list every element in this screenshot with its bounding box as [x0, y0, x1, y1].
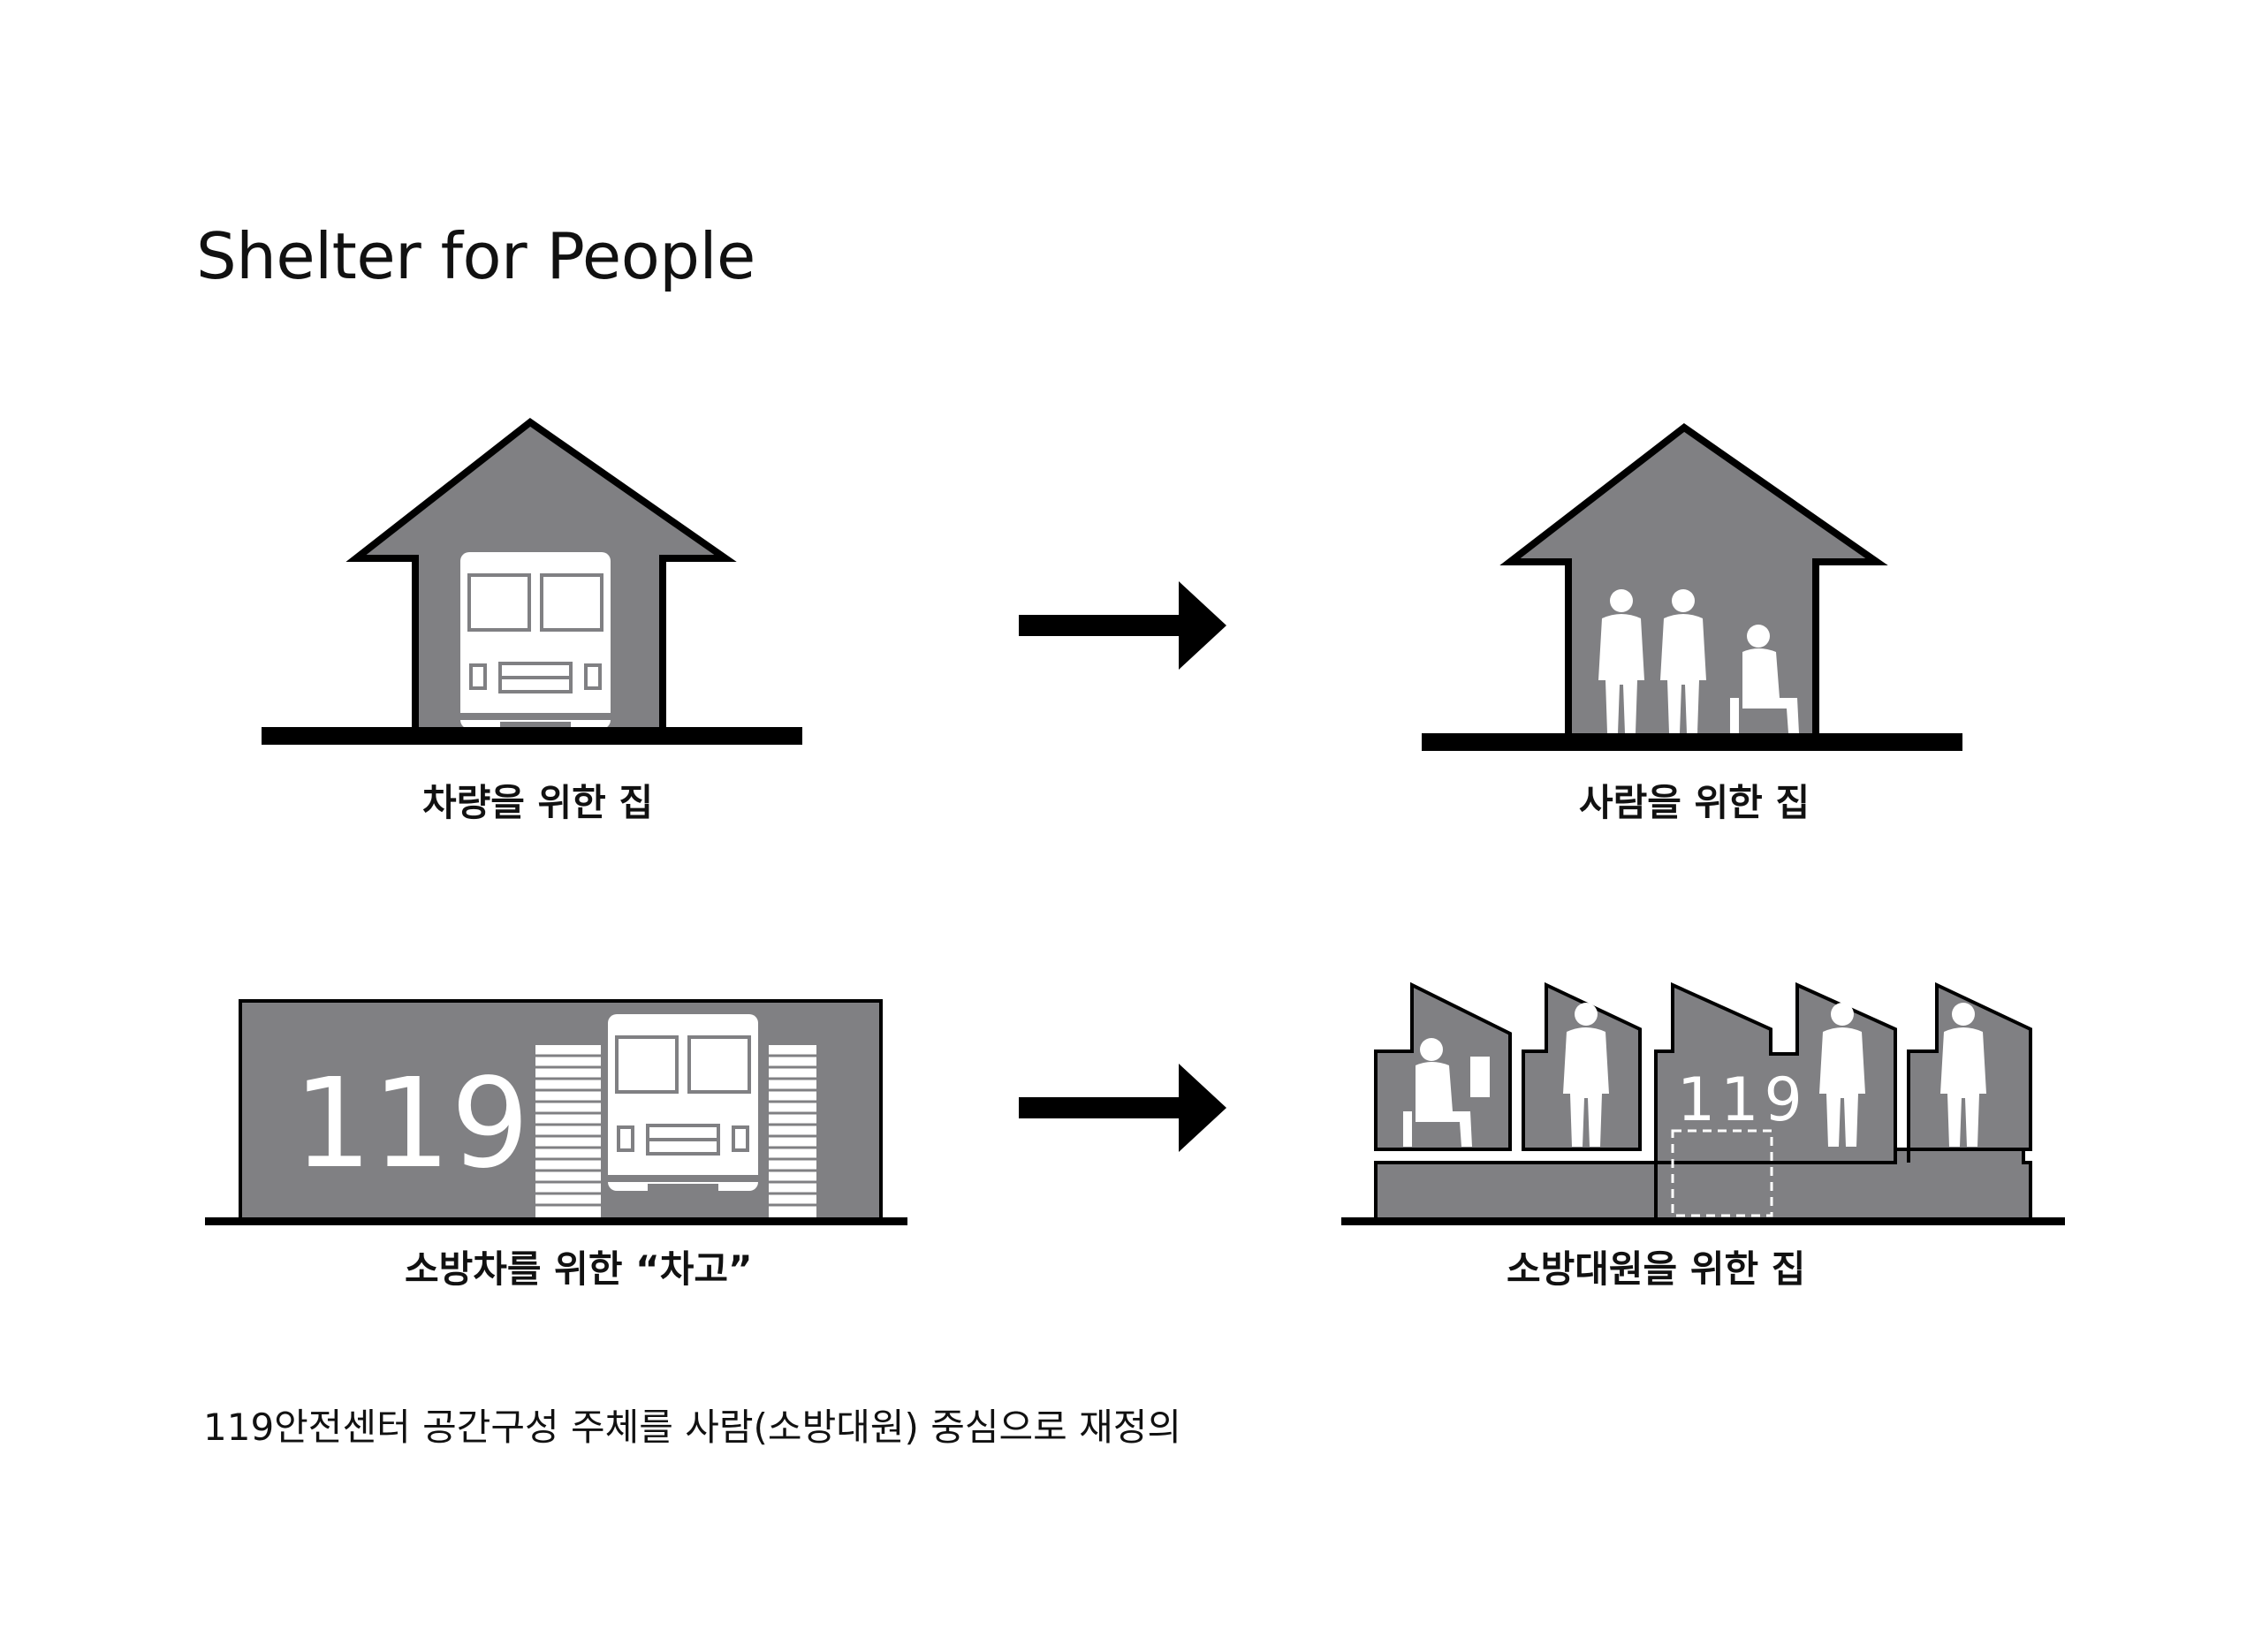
ground-line — [205, 1217, 907, 1225]
caption-people-house: 사람을 위한 집 — [1579, 781, 1810, 824]
footnote: 119안전센터 공간구성 주체를 사람(소방대원) 중심으로 재정의 — [203, 1406, 1182, 1449]
arrow-right-icon — [1019, 581, 1226, 670]
fire-truck-icon — [459, 550, 612, 736]
fire-truck-icon — [606, 1012, 760, 1198]
garage-outline — [1671, 1129, 1773, 1217]
window-icon — [1470, 1057, 1490, 1097]
arrow-right-icon — [1019, 1064, 1226, 1152]
firefighter-house-icon: 119 — [1341, 981, 2065, 1225]
ground-line — [262, 727, 802, 745]
roof-number: 119 — [1677, 1065, 1808, 1135]
people-house-icon — [1422, 423, 1962, 751]
caption-firefighter-house: 소방대원을 위한 집 — [1507, 1247, 1806, 1291]
ground-line — [1341, 1217, 2065, 1225]
caption-garage: 소방차를 위한 “차고” — [405, 1247, 753, 1291]
garage-number: 119 — [293, 1052, 529, 1196]
caption-vehicle-house: 차량을 위한 집 — [422, 781, 654, 824]
vehicle-house-icon — [262, 418, 802, 745]
garage-icon: 119 — [205, 999, 907, 1225]
ground-line — [1422, 733, 1962, 751]
page-title: Shelter for People — [196, 219, 755, 293]
